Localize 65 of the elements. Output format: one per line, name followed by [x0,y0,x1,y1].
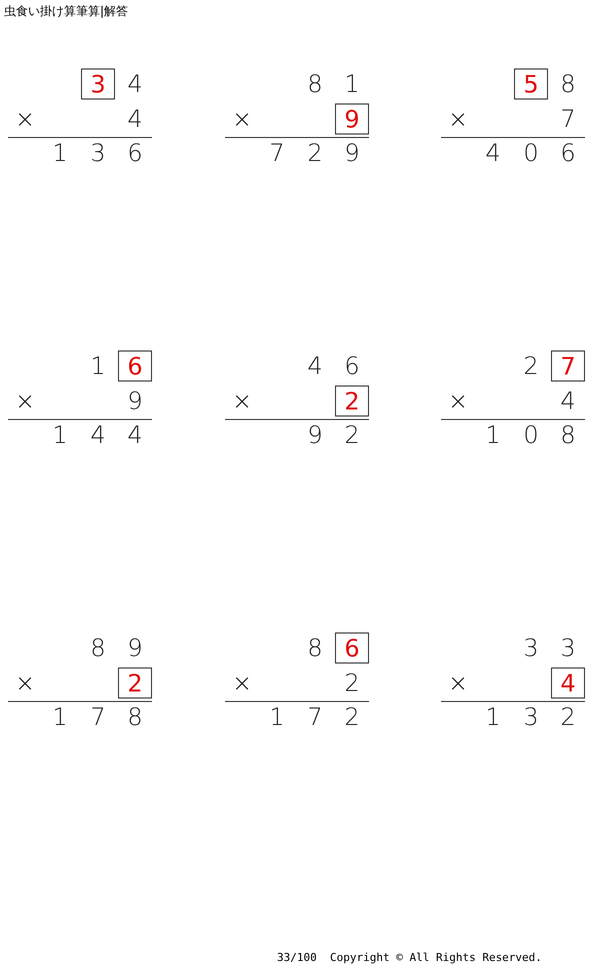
answer-box: 2 [335,386,369,416]
digit: 8 [90,636,106,660]
digit: 1 [52,705,68,729]
answer-box: 9 [335,104,369,134]
digit: 2 [344,423,360,447]
multiplication-sign: × [448,107,468,131]
page-number: 33/100 [277,951,317,964]
digit: 8 [307,72,323,96]
answer-box: 5 [514,68,548,100]
digit: 3 [90,141,106,165]
digit: 2 [560,705,576,729]
digit: 8 [560,423,576,447]
digit: 4 [560,389,576,413]
digit: 1 [485,705,501,729]
digit: 3 [523,705,539,729]
multiplication-sign: × [232,107,252,131]
digit: 4 [307,354,323,378]
digit: 4 [127,72,143,96]
answer-box: 2 [118,668,152,698]
answer-box: 4 [551,668,585,698]
multiplication-sign: × [448,389,468,413]
digit: 1 [344,72,360,96]
digit: 1 [485,423,501,447]
multiplication-sign: × [232,389,252,413]
digit: 2 [344,705,360,729]
digit: 3 [560,636,576,660]
multiplication-sign: × [232,671,252,695]
multiplication-sign: × [14,671,36,695]
digit: 6 [560,141,576,165]
digit: 6 [127,141,143,165]
digit: 9 [127,636,143,660]
digit: 9 [344,141,360,165]
digit: 7 [307,705,323,729]
digit: 7 [90,705,106,729]
answer-box: 6 [335,632,369,664]
multiplication-sign: × [14,389,36,413]
digit: 4 [90,423,106,447]
digit: 7 [269,141,285,165]
digit: 4 [127,107,143,131]
digit: 8 [307,636,323,660]
digit: 6 [344,354,360,378]
digit: 9 [307,423,323,447]
digit: 4 [127,423,143,447]
digit: 2 [344,671,360,695]
digit: 4 [485,141,501,165]
digit: 1 [52,423,68,447]
page-title: 虫食い掛け算筆算|解答 [4,3,128,20]
copyright-text: Copyright © All Rights Reserved. [330,951,542,964]
digit: 3 [523,636,539,660]
digit: 2 [307,141,323,165]
answer-box: 7 [551,350,585,382]
digit: 1 [269,705,285,729]
digit: 8 [560,72,576,96]
digit: 1 [52,141,68,165]
multiplication-sign: × [14,107,36,131]
digit: 7 [560,107,576,131]
digit: 2 [523,354,539,378]
digit: 8 [127,705,143,729]
digit: 0 [523,141,539,165]
digit: 1 [90,354,106,378]
answer-box: 6 [118,350,152,382]
digit: 0 [523,423,539,447]
answer-box: 3 [81,68,115,100]
digit: 9 [127,389,143,413]
multiplication-sign: × [448,671,468,695]
